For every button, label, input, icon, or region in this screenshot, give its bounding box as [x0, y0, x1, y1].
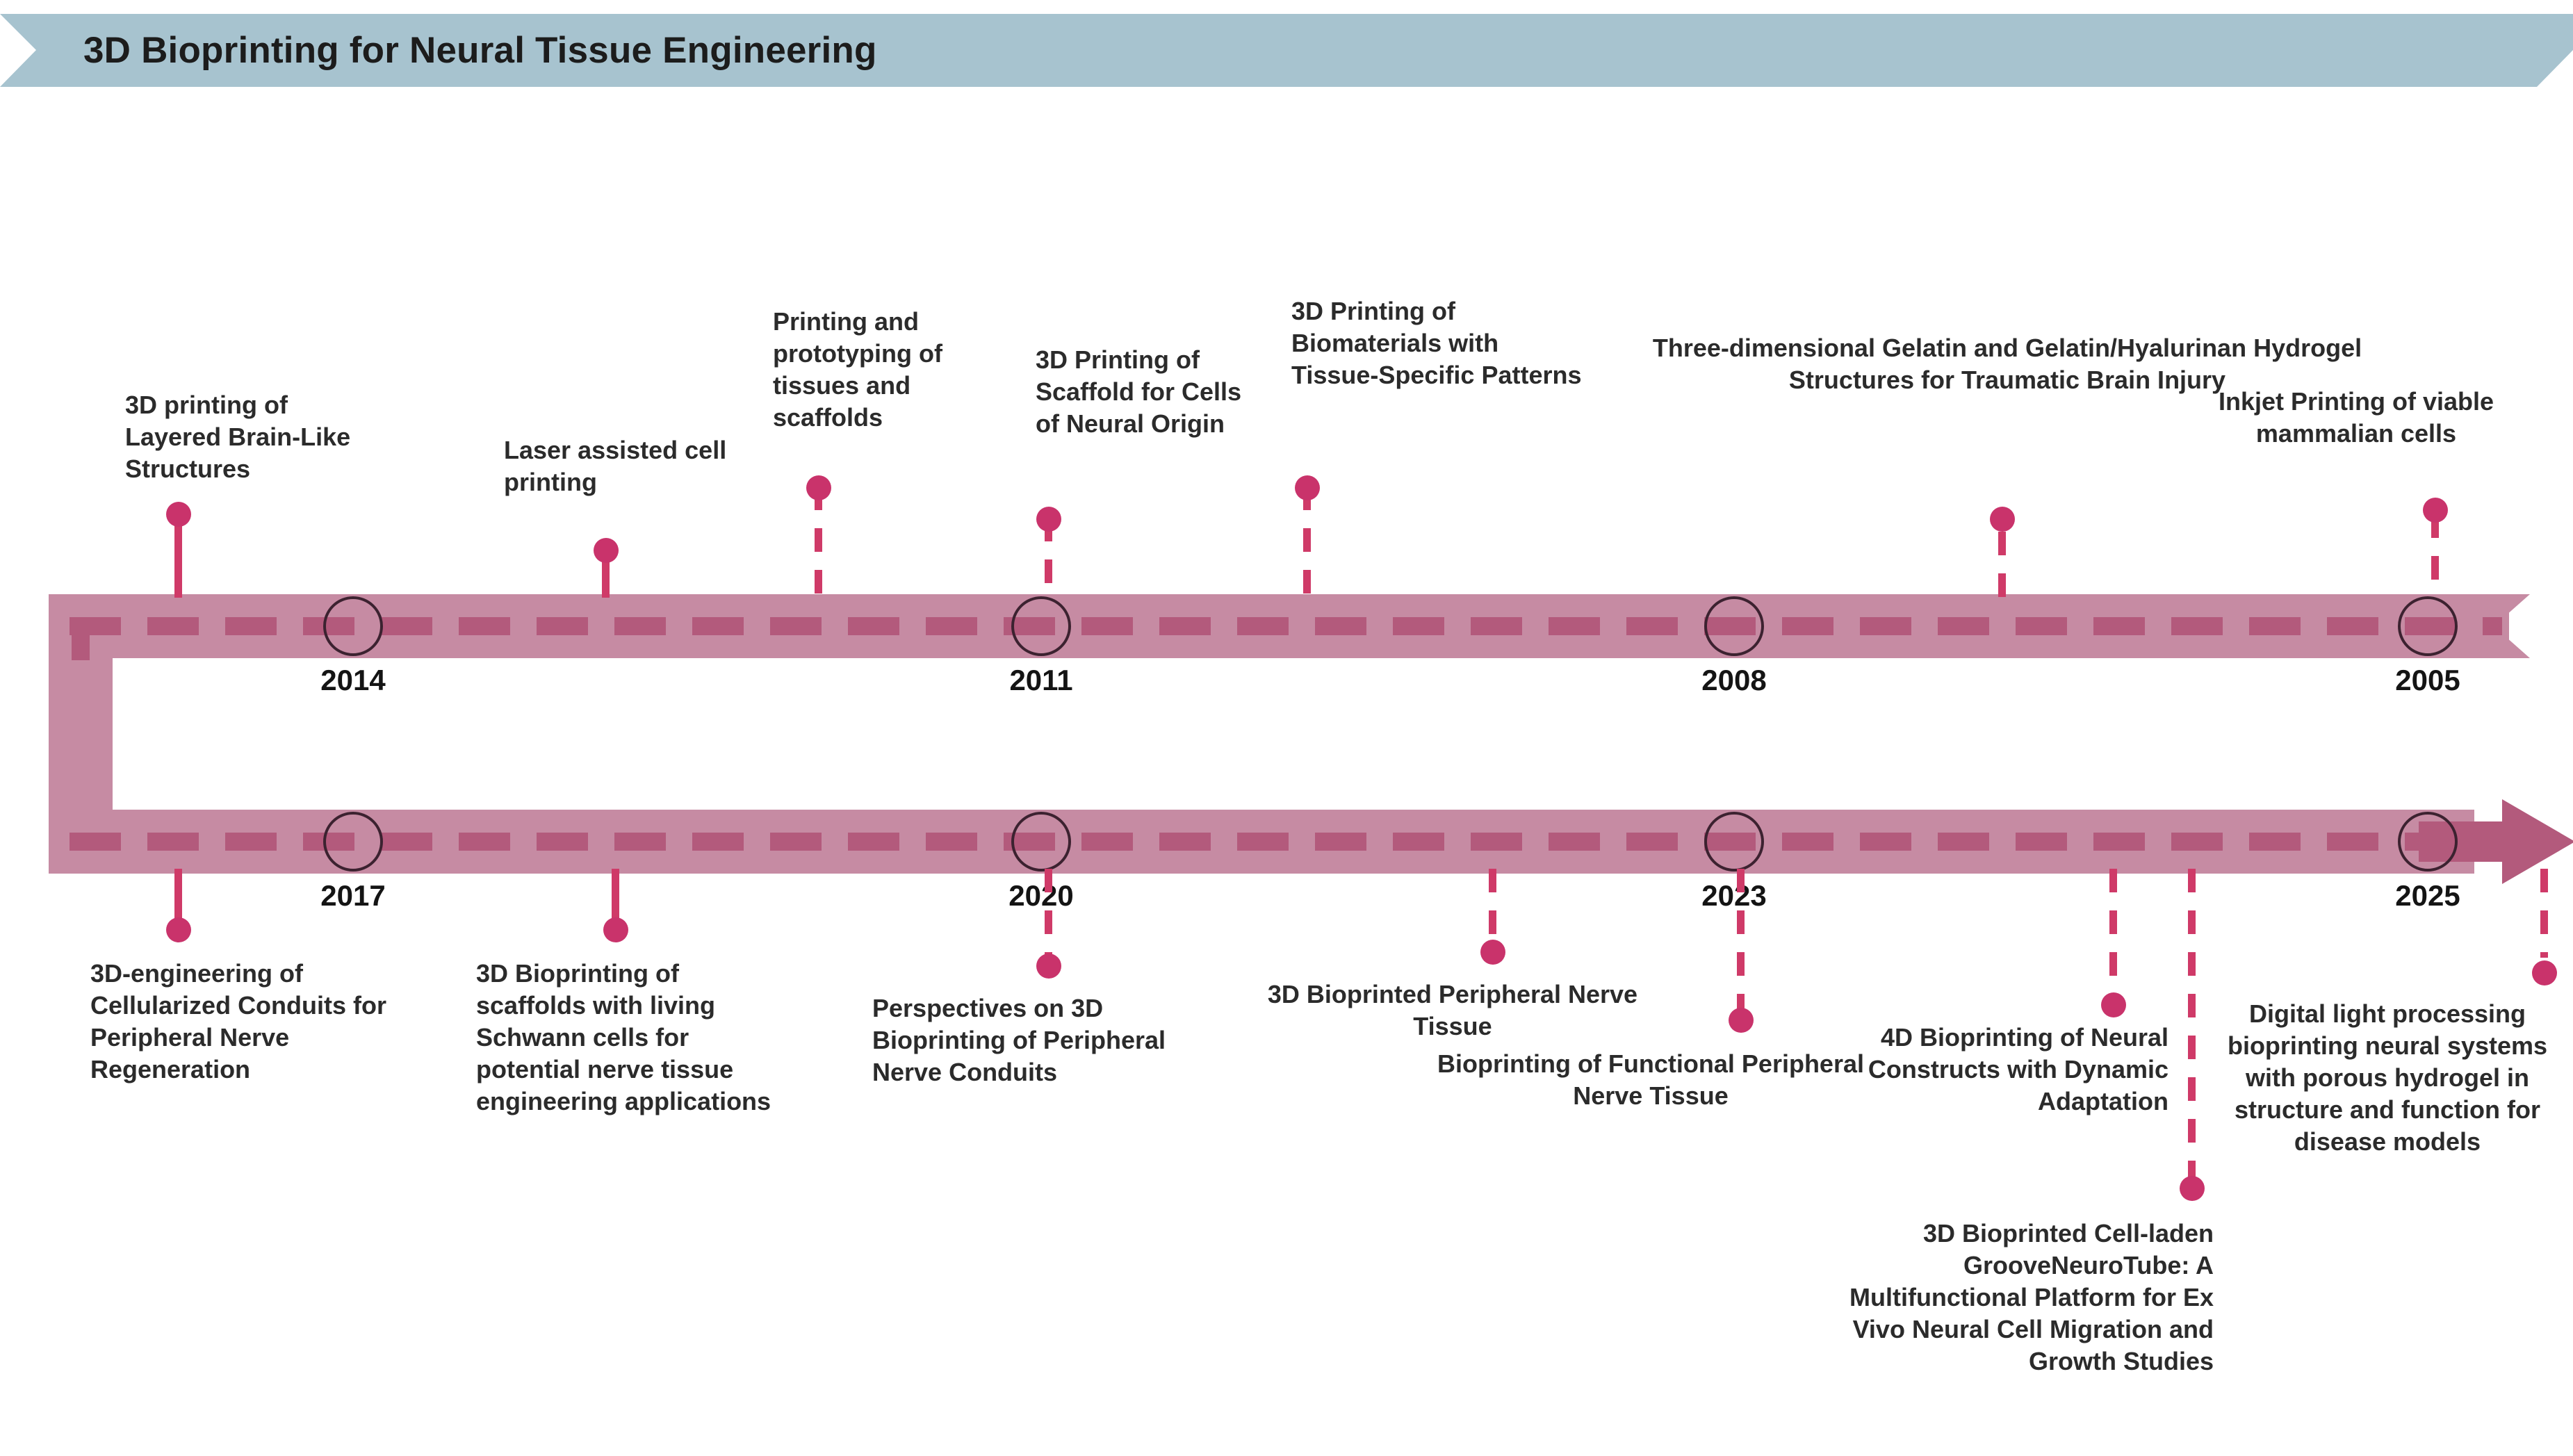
year-circle-2011[interactable]	[1011, 596, 1071, 656]
year-label-2011: 2011	[1009, 664, 1073, 696]
pin-stem-bottom-6	[2109, 869, 2117, 1013]
pin-dot-top-3[interactable]	[806, 475, 831, 500]
pin-stem-bottom-3	[1045, 869, 1052, 965]
pin-dot-bottom-2[interactable]	[603, 917, 628, 942]
year-label-2020: 2020	[1008, 879, 1074, 912]
pin-stem-top-4	[1045, 518, 1052, 598]
pin-dot-top-5[interactable]	[1295, 475, 1320, 500]
year-label-2023: 2023	[1701, 879, 1767, 912]
year-circle-2023[interactable]	[1704, 812, 1764, 872]
event-label-bottom-2: 3D Bioprinting of scaffolds with living …	[476, 959, 771, 1116]
event-label-top-7: Inkjet Printing of viable mammalian cell…	[2218, 387, 2494, 448]
timeline-dash-bottom	[70, 833, 2481, 851]
pin-stem-top-2	[602, 549, 610, 598]
event-label-bottom-8: Digital light processing bioprinting neu…	[2227, 999, 2548, 1156]
event-label-top-4: 3D Printing of Scaffold for Cells of Neu…	[1036, 345, 1242, 439]
event-label-bottom-4: 3D Bioprinted Peripheral Nerve Tissue	[1267, 980, 1638, 1041]
year-label-2008: 2008	[1701, 664, 1767, 696]
pin-dot-bottom-5[interactable]	[1729, 1008, 1754, 1033]
pin-dot-bottom-4[interactable]	[1480, 940, 1505, 965]
pin-stem-top-1	[174, 513, 182, 598]
pin-dot-bottom-1[interactable]	[166, 917, 191, 942]
event-label-top-3: Printing and prototyping of tissues and …	[773, 307, 942, 432]
pin-dot-bottom-3[interactable]	[1036, 954, 1061, 979]
year-circle-2014[interactable]	[323, 596, 383, 656]
year-circle-2005[interactable]	[2398, 596, 2458, 656]
pin-dot-bottom-7[interactable]	[2180, 1176, 2205, 1201]
pin-stem-bottom-4	[1489, 869, 1496, 951]
event-label-bottom-7: 3D Bioprinted Cell-laden GrooveNeuroTube…	[1849, 1219, 2214, 1376]
timeline-dash-connector	[72, 617, 90, 853]
event-label-top-5: 3D Printing of Biomaterials with Tissue-…	[1291, 297, 1582, 390]
timeline-dash-corner-bottom	[72, 833, 113, 851]
pin-stem-top-6	[1998, 532, 2006, 598]
pin-stem-top-7	[2431, 514, 2439, 598]
pin-stem-bottom-7	[2188, 869, 2196, 1185]
event-label-bottom-6: 4D Bioprinting of Neural Constructs with…	[1868, 1023, 2168, 1116]
year-label-2017: 2017	[320, 879, 386, 912]
pin-stem-bottom-8	[2540, 869, 2548, 958]
event-label-top-2: Laser assisted cell printing	[504, 436, 727, 497]
event-label-bottom-1: 3D-engineering of Cellularized Conduits …	[90, 959, 387, 1084]
pin-dot-bottom-6[interactable]	[2101, 992, 2126, 1017]
pin-dot-top-2[interactable]	[594, 538, 619, 563]
pin-dot-top-6[interactable]	[1990, 507, 2015, 532]
pin-stem-top-3	[815, 486, 822, 598]
pin-stem-bottom-2	[612, 869, 619, 930]
pin-stem-top-5	[1303, 486, 1311, 598]
pin-stem-bottom-1	[174, 869, 182, 930]
timeline-dash-corner-top	[72, 617, 113, 635]
year-circle-2008[interactable]	[1704, 596, 1764, 656]
pin-dot-top-4[interactable]	[1036, 507, 1061, 532]
page-title: 3D Bioprinting for Neural Tissue Enginee…	[83, 30, 877, 71]
event-label-bottom-3: Perspectives on 3D Bioprinting of Periph…	[872, 994, 1166, 1087]
year-circle-2025[interactable]	[2398, 812, 2458, 872]
event-label-top-6: Three-dimensional Gelatin and Gelatin/Hy…	[1652, 334, 2362, 395]
timeline-dash-top	[70, 617, 2502, 635]
pin-dot-top-7[interactable]	[2423, 498, 2448, 523]
pin-stem-bottom-5	[1737, 869, 1745, 1013]
event-label-top-1: 3D printing of Layered Brain-Like Struct…	[125, 391, 351, 484]
year-circle-2020[interactable]	[1011, 812, 1071, 872]
pin-dot-bottom-8[interactable]	[2532, 960, 2557, 985]
event-label-bottom-5: Bioprinting of Functional Peripheral Ner…	[1437, 1049, 1864, 1111]
pin-dot-top-1[interactable]	[166, 502, 191, 527]
year-label-2025: 2025	[2395, 879, 2460, 912]
year-circle-2017[interactable]	[323, 812, 383, 872]
year-label-2005: 2005	[2395, 664, 2460, 696]
year-label-2014: 2014	[320, 664, 386, 696]
title-banner	[0, 14, 2573, 87]
